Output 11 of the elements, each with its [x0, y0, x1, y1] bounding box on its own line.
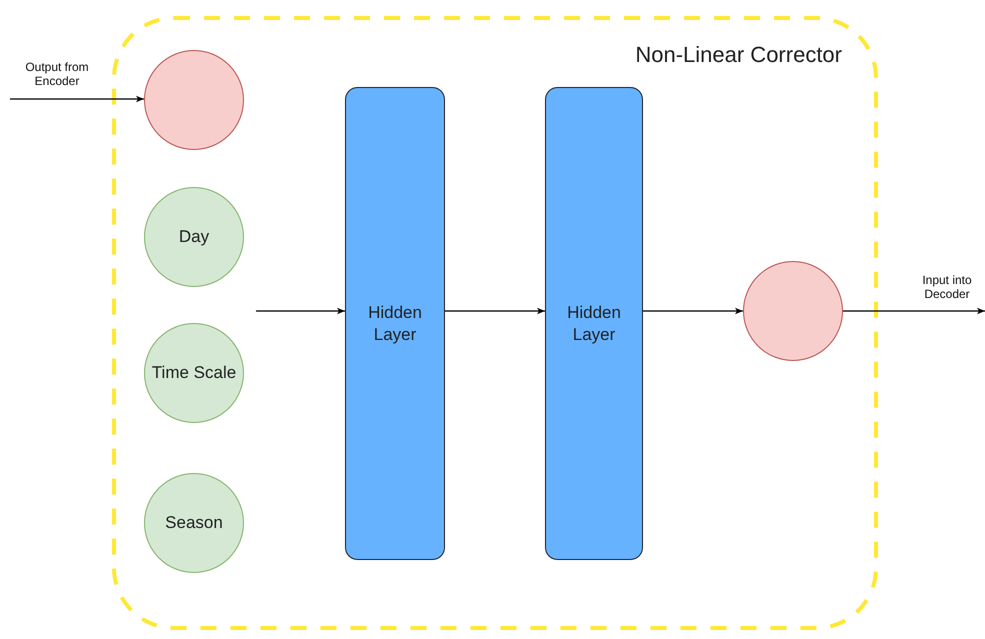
- node-label: Season: [165, 513, 223, 533]
- arrow: [643, 308, 743, 314]
- layer-label: Hidden Layer: [367, 302, 423, 346]
- arrow: [445, 308, 545, 314]
- arrow: [843, 308, 985, 314]
- arrow: [10, 96, 144, 102]
- node-label: Time Scale: [152, 363, 236, 383]
- arrow: [256, 308, 345, 314]
- node-label: Day: [178, 227, 210, 247]
- container-title: Non-Linear Corrector: [635, 42, 842, 68]
- layer-label: Hidden Layer: [566, 302, 622, 346]
